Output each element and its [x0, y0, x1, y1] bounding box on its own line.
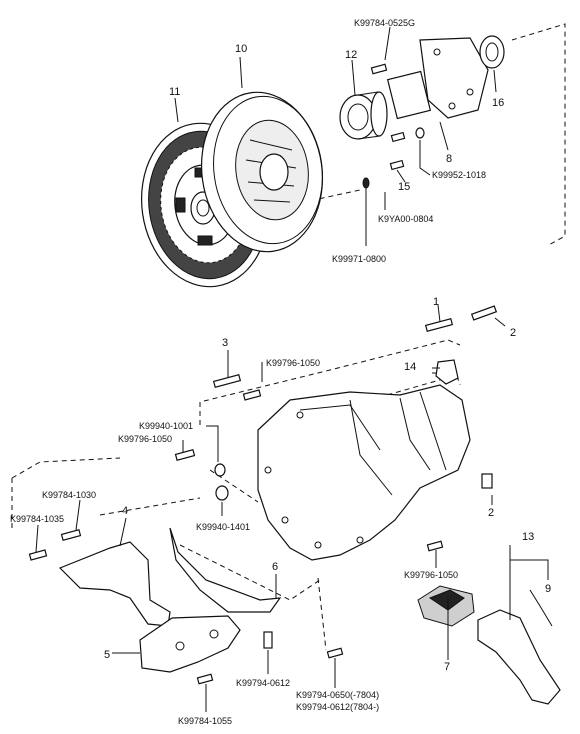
- part-number-label: K9YA00-0804: [378, 214, 433, 224]
- part-number-label: K99796-1050: [404, 570, 458, 580]
- callout-7: 7: [444, 661, 450, 673]
- part-number-label: K99794-0650(-7804): [296, 690, 379, 700]
- part-number-label: K99796-1050: [266, 358, 320, 368]
- upper-bolts[interactable]: [362, 63, 425, 189]
- part-number-label: K99784-1030: [42, 490, 96, 500]
- part-number-label: K99940-1001: [139, 421, 193, 431]
- mount-bracket-lower[interactable]: [139, 615, 241, 673]
- callout-1: 1: [433, 296, 439, 308]
- release-bearing[interactable]: [339, 91, 388, 140]
- callout-4: 4: [122, 505, 128, 517]
- part-number-labels: K99784-0525G K99952-1018 K9YA00-0804 K99…: [10, 18, 486, 726]
- upper-leaders: [174, 26, 497, 246]
- callout-16: 16: [492, 97, 504, 109]
- clutch-pressure-plate[interactable]: [191, 84, 332, 259]
- callout-3: 3: [222, 337, 228, 349]
- lower-bolts[interactable]: [28, 305, 498, 685]
- callout-15: 15: [398, 181, 410, 193]
- oil-seal[interactable]: [479, 35, 505, 69]
- callout-2-upper: 2: [510, 327, 516, 339]
- part-number-label: K99794-0612(7804-): [296, 702, 379, 712]
- clutch-group-frame: [257, 23, 566, 247]
- transmission-case[interactable]: [257, 384, 471, 561]
- release-fork[interactable]: [477, 589, 561, 705]
- part-number-label: K99784-1055: [178, 716, 232, 726]
- part-number-label: K99794-0612: [236, 678, 290, 688]
- callout-12: 12: [345, 49, 357, 61]
- part-number-label: K99940-1401: [196, 522, 250, 532]
- part-number-label: K99784-1035: [10, 514, 64, 524]
- rubber-mount[interactable]: [417, 585, 475, 627]
- callout-11: 11: [169, 86, 180, 98]
- part-number-label: K99796-1050: [118, 434, 172, 444]
- callout-14: 14: [404, 361, 416, 373]
- callout-8: 8: [446, 153, 452, 165]
- callout-13: 13: [522, 531, 534, 543]
- callout-6: 6: [272, 561, 278, 573]
- callout-numbers: 1 2 2 3 4 5 6 7 8 9 10 11 12 13 14 15 16: [104, 43, 551, 673]
- callout-5: 5: [104, 649, 110, 661]
- lower-leaders: [35, 304, 549, 712]
- mount-bracket-upper[interactable]: [58, 527, 282, 627]
- callout-2-lower: 2: [488, 507, 494, 519]
- part-number-label: K99971-0800: [332, 254, 386, 264]
- callout-10: 10: [235, 43, 247, 55]
- callout-9: 9: [545, 583, 551, 595]
- part-number-label: K99952-1018: [432, 170, 486, 180]
- front-cover[interactable]: [386, 37, 489, 120]
- bracket[interactable]: [435, 359, 459, 385]
- part-number-label: K99784-0525G: [354, 18, 415, 28]
